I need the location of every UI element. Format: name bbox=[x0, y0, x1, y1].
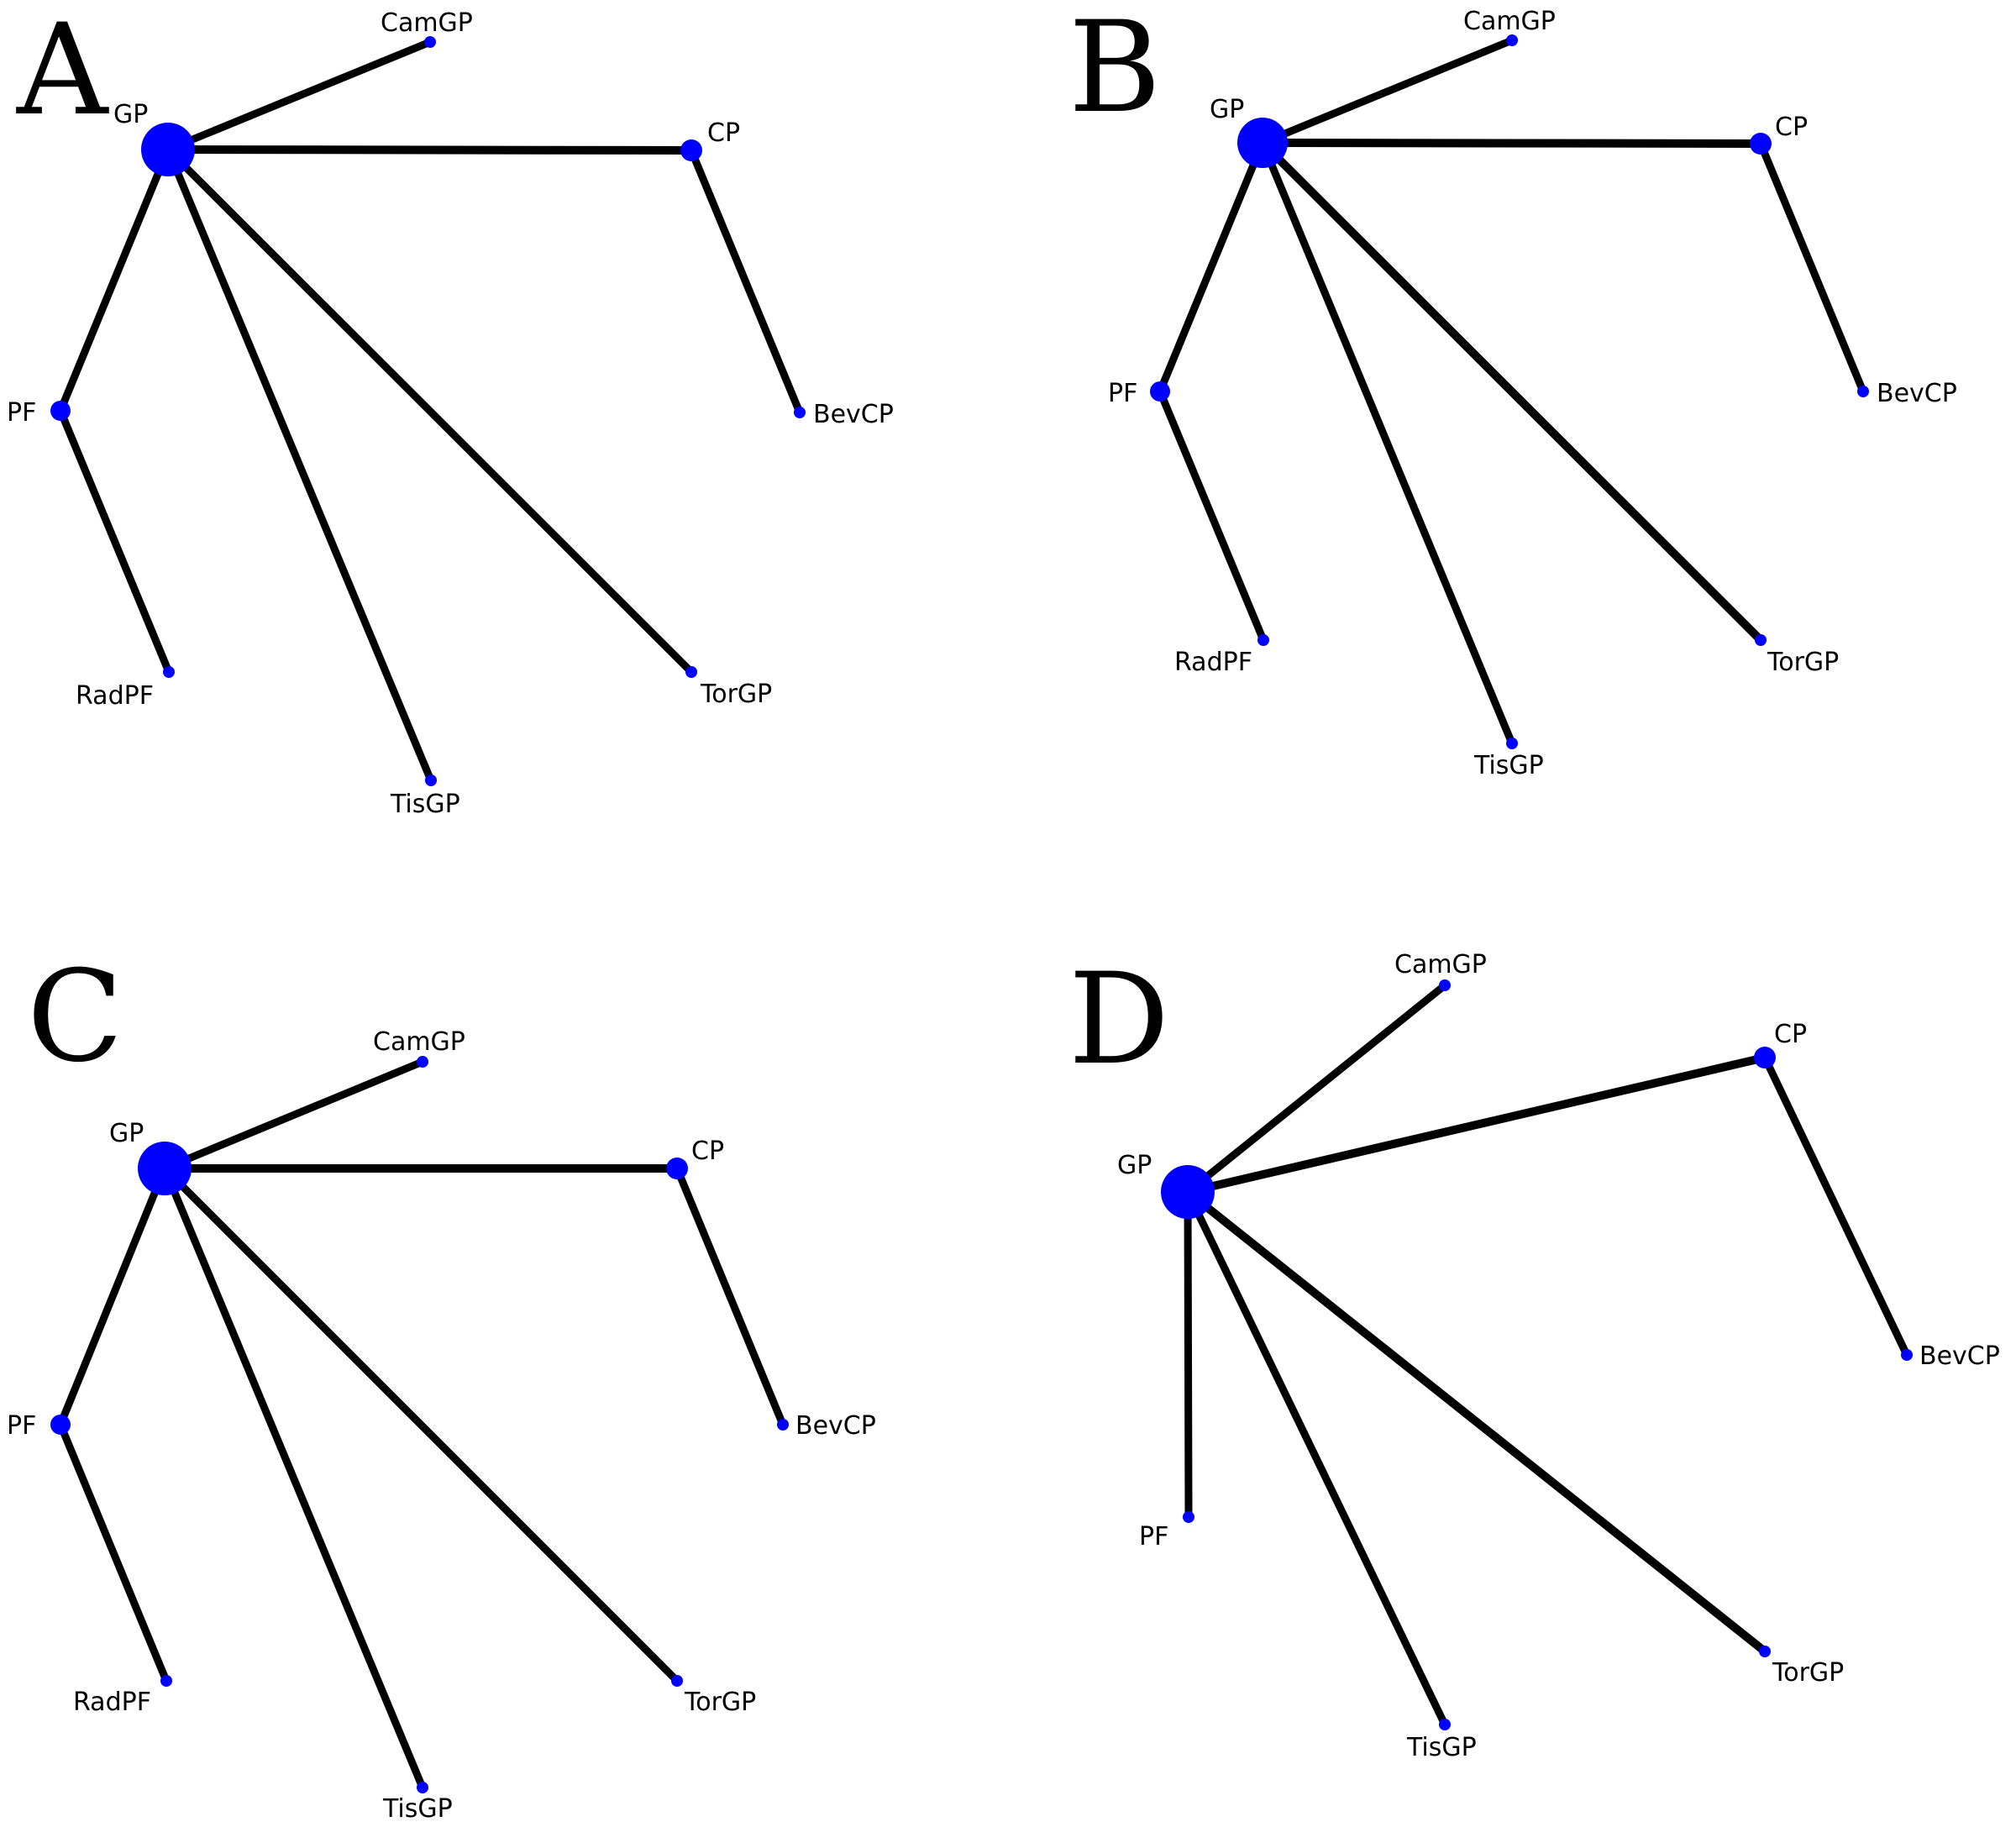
panel-c-letter: C bbox=[27, 944, 123, 1090]
panel-c-node-camgp bbox=[417, 1056, 428, 1068]
panel-d-label-gp: GP bbox=[1117, 1151, 1152, 1180]
panel-a-label-pf: PF bbox=[7, 398, 36, 428]
panel-c-node-bevcp bbox=[777, 1419, 789, 1431]
panel-a-edge-gp-pf bbox=[56, 148, 172, 412]
panel-c-edge-pf-radpf bbox=[56, 1423, 171, 1683]
panel-d-node-camgp bbox=[1439, 979, 1451, 991]
panel-c-node-pf bbox=[50, 1415, 71, 1435]
panel-a-edge-gp-tisgp bbox=[164, 148, 435, 782]
panel-c-node-torgp bbox=[671, 1675, 683, 1687]
panel-a-node-tisgp bbox=[425, 774, 437, 786]
panel-c-node-gp bbox=[138, 1142, 192, 1195]
panel-b-edge-gp-camgp bbox=[1261, 36, 1514, 147]
panel-d-label-torgp: TorGP bbox=[1772, 1658, 1844, 1688]
panel-b-edge-gp-tisgp bbox=[1258, 141, 1516, 745]
panel-d-node-gp bbox=[1161, 1165, 1215, 1219]
panel-d-edge-gp-cp bbox=[1186, 1053, 1767, 1196]
panel-d-node-bevcp bbox=[1901, 1349, 1913, 1361]
panel-d: D GP CamGP CP BevCP PF TisGP TorGP bbox=[1068, 947, 2000, 1762]
panel-c-node-cp bbox=[666, 1158, 688, 1179]
panel-d-edge-gp-pf bbox=[1184, 1191, 1193, 1518]
panel-a-edge-gp-torgp bbox=[165, 146, 695, 675]
panel-d-label-pf: PF bbox=[1139, 1522, 1168, 1551]
panel-c-label-torgp: TorGP bbox=[684, 1688, 756, 1717]
panel-c-edge-gp-pf bbox=[56, 1167, 169, 1426]
panel-c-label-radpf: RadPF bbox=[73, 1688, 151, 1717]
panel-b-label-camgp: CamGP bbox=[1463, 7, 1556, 36]
panel-d-label-bevcp: BevCP bbox=[1919, 1341, 2000, 1371]
panel-d-label-tisgp: TisGP bbox=[1406, 1733, 1477, 1762]
panel-a-node-bevcp bbox=[794, 407, 806, 418]
panel-b-node-torgp bbox=[1755, 634, 1767, 646]
panel-b-label-pf: PF bbox=[1108, 379, 1137, 408]
panel-b-label-cp: CP bbox=[1775, 113, 1808, 142]
panel-b-edge-pf-radpf bbox=[1156, 390, 1268, 642]
panel-a-label-tisgp: TisGP bbox=[390, 790, 460, 819]
panel-a-edge-pf-radpf bbox=[56, 409, 173, 674]
panel-b-label-torgp: TorGP bbox=[1767, 648, 1839, 677]
panel-d-node-pf bbox=[1183, 1511, 1194, 1523]
panel-b-label-bevcp: BevCP bbox=[1877, 379, 1957, 408]
panel-b-node-bevcp bbox=[1857, 386, 1869, 397]
panel-c-label-pf: PF bbox=[7, 1411, 36, 1441]
panel-a-label-bevcp: BevCP bbox=[813, 400, 894, 429]
panel-b-edge-cp-bevcp bbox=[1756, 142, 1867, 393]
panel-b-node-pf bbox=[1150, 381, 1170, 402]
panel-c-label-camgp: CamGP bbox=[373, 1027, 465, 1057]
panel-c-edge-gp-tisgp bbox=[160, 1167, 427, 1789]
panel-c-edge-cp-bevcp bbox=[673, 1167, 787, 1426]
panel-a-node-gp bbox=[141, 123, 195, 176]
panel-d-edge-gp-camgp bbox=[1185, 982, 1447, 1195]
panel-b-node-radpf bbox=[1257, 634, 1269, 646]
panel-b-edge-gp-cp bbox=[1262, 139, 1761, 148]
panel-b-label-gp: GP bbox=[1210, 95, 1244, 124]
panel-c-edge-gp-torgp bbox=[161, 1165, 680, 1684]
panel-a-node-cp bbox=[680, 139, 702, 161]
panel-d-label-camgp: CamGP bbox=[1394, 950, 1487, 979]
panel-b-label-radpf: RadPF bbox=[1174, 648, 1252, 677]
panel-a-node-camgp bbox=[424, 36, 436, 48]
panel-a-label-camgp: CamGP bbox=[381, 8, 473, 38]
panel-b-node-camgp bbox=[1506, 34, 1518, 46]
panel-d-edge-gp-torgp bbox=[1184, 1189, 1768, 1655]
panel-d-label-cp: CP bbox=[1774, 1020, 1807, 1049]
panel-d-edge-gp-tisgp bbox=[1184, 1190, 1449, 1726]
panel-c-node-tisgp bbox=[417, 1782, 428, 1793]
panel-d-edge-cp-bevcp bbox=[1761, 1056, 1911, 1357]
panel-a-label-radpf: RadPF bbox=[76, 681, 154, 711]
panel-a-edge-cp-bevcp bbox=[687, 149, 804, 414]
panel-d-node-torgp bbox=[1759, 1646, 1771, 1657]
panel-c-label-gp: GP bbox=[109, 1119, 144, 1148]
panel-a-node-radpf bbox=[163, 666, 175, 678]
panel-b-label-tisgp: TisGP bbox=[1473, 751, 1544, 780]
panel-b-edge-gp-torgp bbox=[1259, 139, 1764, 643]
panel-c: C GP CamGP CP BevCP PF RadPF TisGP TorGP bbox=[7, 944, 876, 1824]
panel-a-label-torgp: TorGP bbox=[700, 680, 772, 709]
panel-a-label-cp: CP bbox=[707, 118, 740, 148]
panel-a-node-torgp bbox=[685, 666, 697, 678]
panel-b-node-cp bbox=[1750, 133, 1772, 155]
panel-a-letter: A bbox=[16, 0, 109, 144]
panel-b-node-tisgp bbox=[1506, 738, 1518, 749]
panel-c-label-cp: CP bbox=[691, 1137, 724, 1166]
panel-b: B GP CamGP CP BevCP PF RadPF TisGP TorGP bbox=[1068, 0, 1957, 780]
panel-c-edge-gp-camgp bbox=[163, 1058, 424, 1173]
panel-c-node-radpf bbox=[160, 1675, 172, 1687]
panel-d-letter: D bbox=[1068, 947, 1169, 1093]
panel-d-node-tisgp bbox=[1439, 1719, 1451, 1730]
panel-c-label-tisgp: TisGP bbox=[382, 1794, 453, 1824]
panel-a-node-pf bbox=[50, 401, 71, 421]
panel-b-node-gp bbox=[1237, 118, 1288, 168]
panel-a-edge-gp-camgp bbox=[166, 38, 432, 154]
panel-b-letter: B bbox=[1068, 0, 1161, 141]
panel-c-label-bevcp: BevCP bbox=[795, 1411, 876, 1441]
panel-a-label-gp: GP bbox=[113, 100, 148, 129]
panel-d-node-cp bbox=[1754, 1047, 1776, 1068]
panel-b-edge-gp-pf bbox=[1156, 141, 1267, 393]
